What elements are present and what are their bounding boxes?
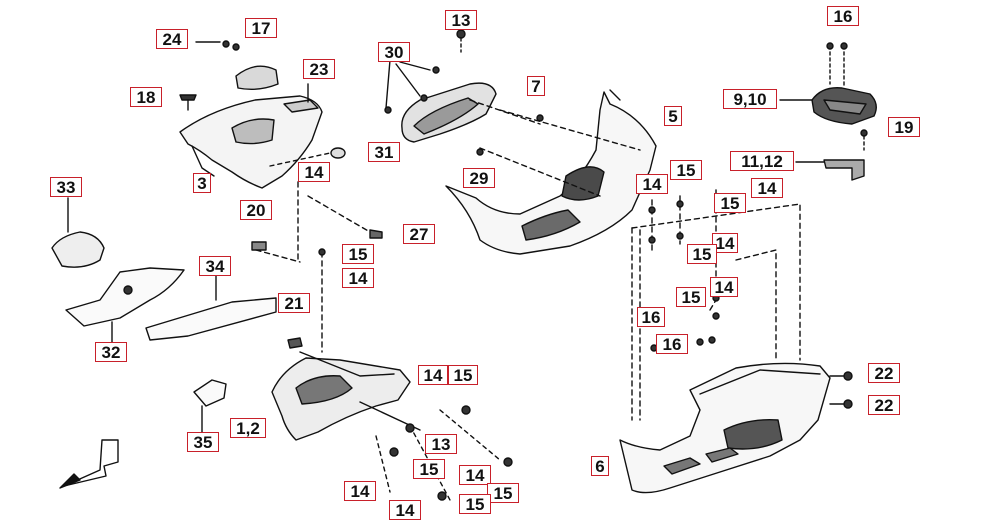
callout-27: 27 [403,224,435,244]
callout-19: 19 [888,117,920,137]
part-34-strip [145,297,277,341]
callout-13: 13 [445,10,477,30]
callout-14: 14 [710,277,738,297]
callout-23: 23 [303,59,335,79]
callout-14: 14 [298,162,330,182]
callout-14: 14 [636,174,668,194]
callout-15: 15 [413,459,445,479]
callout-13: 13 [425,434,457,454]
callout-5: 5 [664,106,682,126]
callout-15: 15 [342,244,374,264]
callout-31: 31 [368,142,400,162]
part-33-pad [51,231,105,268]
part-32-plate [65,267,185,327]
callout-29: 29 [463,168,495,188]
part-5-tub [445,91,657,255]
callout-6: 6 [591,456,609,476]
callout-15: 15 [459,494,491,514]
part-1-2-panel [271,357,411,441]
callout-33: 33 [50,177,82,197]
callout-14: 14 [418,365,448,385]
callout-30: 30 [378,42,410,62]
callout-15: 15 [448,365,478,385]
callout-22: 22 [868,395,900,415]
callout-14: 14 [712,233,738,253]
callout-32: 32 [95,342,127,362]
callout-3: 3 [193,173,211,193]
part-17-cap [235,65,279,91]
part-35-pad [193,379,227,407]
callout-1-2: 1,2 [230,418,266,438]
callout-9-10: 9,10 [723,89,777,109]
callout-35: 35 [187,432,219,452]
callout-17: 17 [245,18,277,38]
callout-15: 15 [676,287,706,307]
callout-14: 14 [344,481,376,501]
part-6-floor [619,362,831,494]
callout-20: 20 [240,200,272,220]
callout-16: 16 [827,6,859,26]
callout-18: 18 [130,87,162,107]
front-arrow-icon [63,439,119,487]
callout-15: 15 [670,160,702,180]
callout-15: 15 [687,244,717,264]
callout-24: 24 [156,29,188,49]
callout-16: 16 [656,334,688,354]
callout-14: 14 [751,178,783,198]
callout-14: 14 [342,268,374,288]
callout-15: 15 [714,193,746,213]
callout-34: 34 [199,256,231,276]
callout-14: 14 [389,500,421,520]
callout-14: 14 [459,465,491,485]
callout-22: 22 [868,363,900,383]
callout-11-12: 11,12 [730,151,794,171]
callout-7: 7 [527,76,545,96]
callout-16: 16 [637,307,665,327]
callout-21: 21 [278,293,310,313]
callout-15: 15 [487,483,519,503]
